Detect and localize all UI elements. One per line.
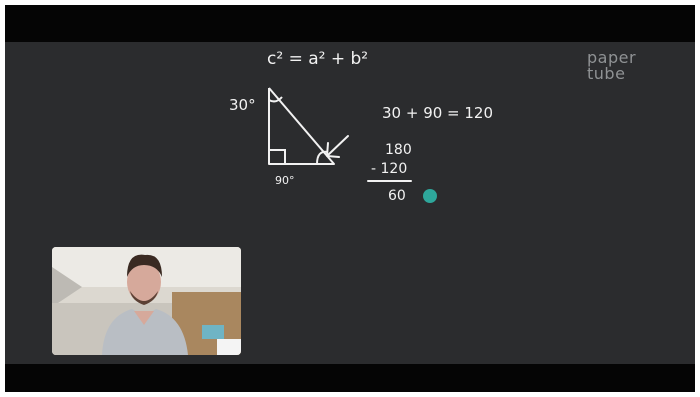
arrow-shaft <box>327 135 349 156</box>
top-angle-arc <box>268 96 283 103</box>
angle-90-label: 90° <box>275 174 295 187</box>
angle-sum-line: 30 + 90 = 120 <box>382 104 493 122</box>
subtraction-result: 60 <box>388 188 406 204</box>
papertube-watermark: paper tube <box>587 50 657 82</box>
bottom-angle-arc <box>316 150 329 165</box>
pen-cursor-icon <box>423 189 437 203</box>
subtraction-top: 180 <box>385 142 412 158</box>
presenter-webcam <box>52 247 241 355</box>
handwriting-layer: c² = a² + b² 30° 90° 30 + 90 = 120 180 -… <box>229 49 493 204</box>
right-angle-mark <box>269 149 286 164</box>
pythagoras-equation: c² = a² + b² <box>267 49 368 69</box>
watermark-line-2: tube <box>587 64 626 83</box>
presenter-video-image <box>52 247 241 355</box>
triangle-shape <box>268 87 335 165</box>
arrow-head <box>326 142 340 158</box>
whiteboard: paper tube c² = a² + b² 30° 90° 30 + 90 … <box>5 42 695 364</box>
watermark-line-1: paper <box>587 48 637 67</box>
angle-30-label: 30° <box>229 96 256 114</box>
subtraction-bottom: - 120 <box>371 161 407 177</box>
